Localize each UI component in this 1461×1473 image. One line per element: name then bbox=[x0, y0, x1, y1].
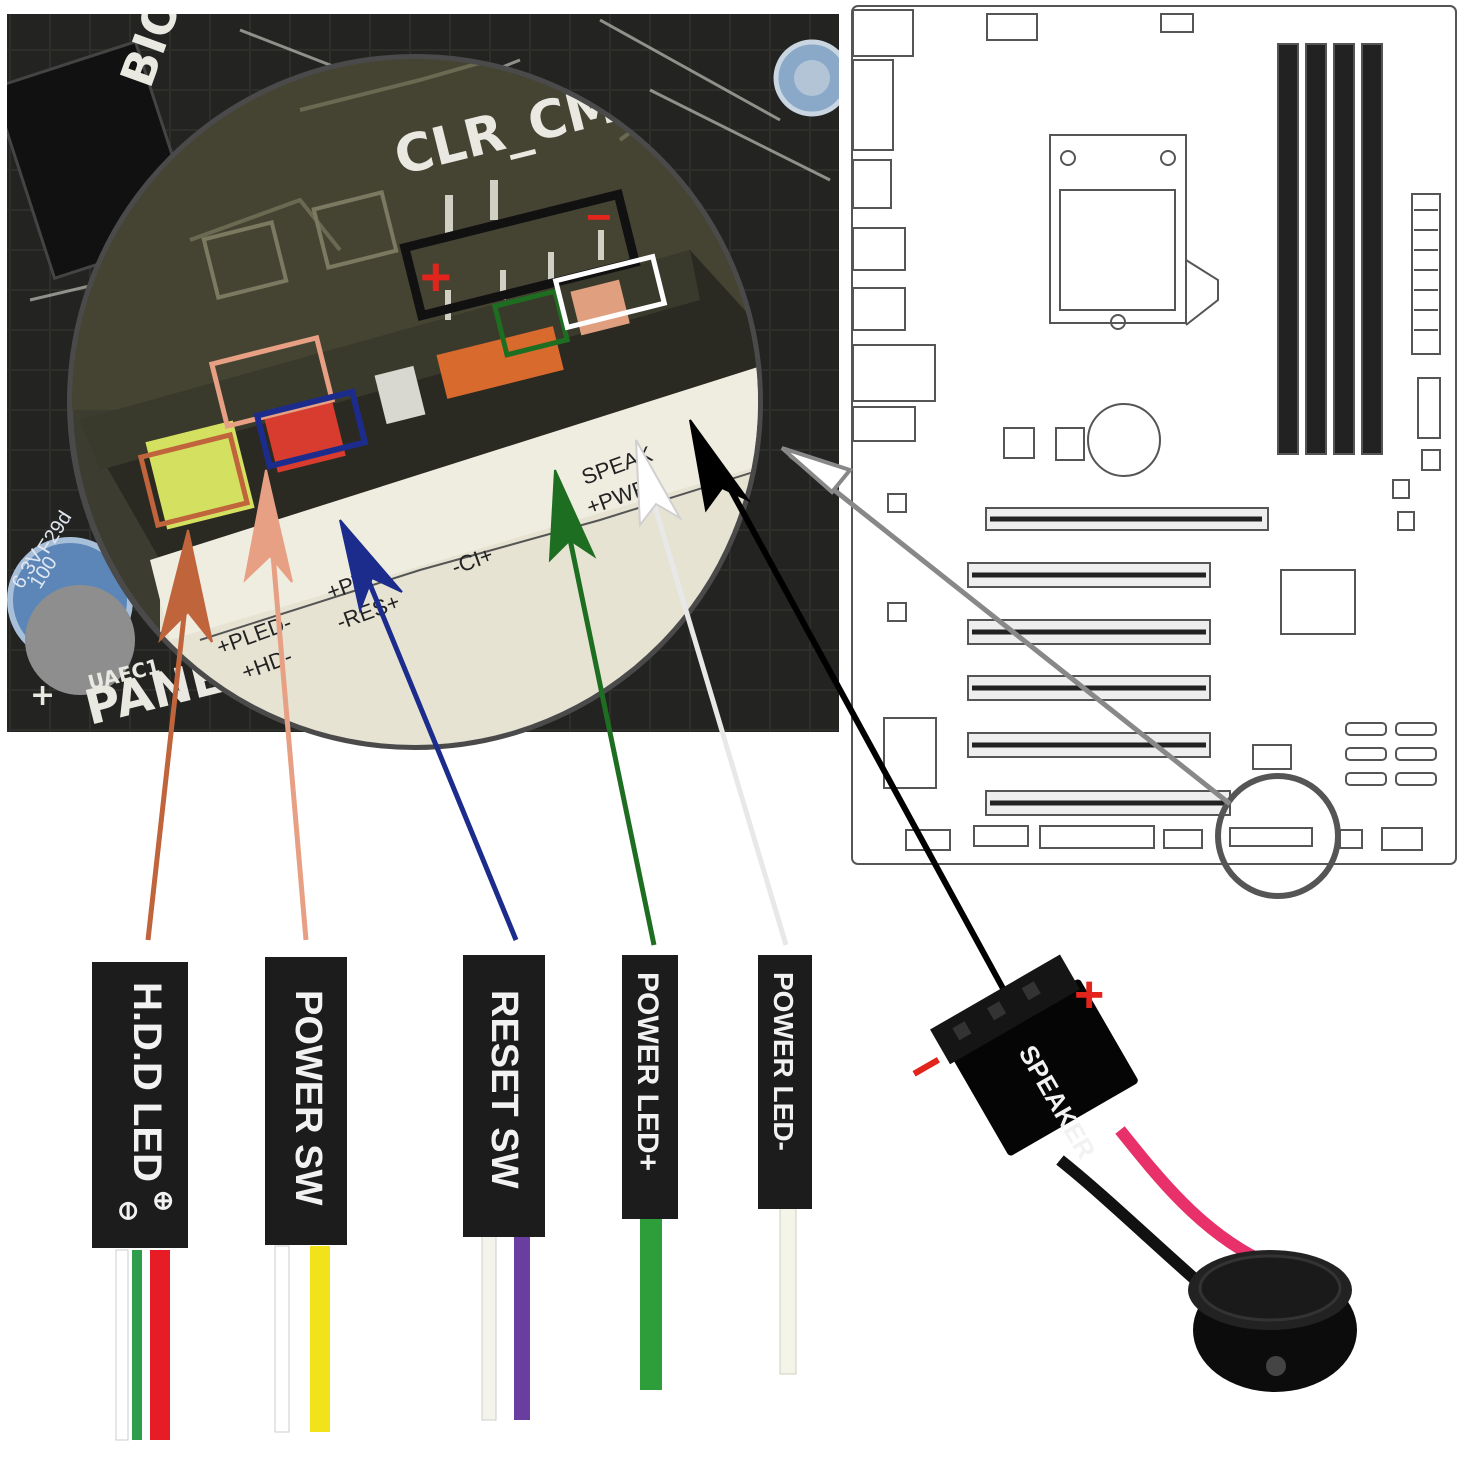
connector-power-sw: POWER SW bbox=[265, 957, 347, 1433]
speaker-plus: + bbox=[1074, 966, 1104, 1024]
power-sw-arrow bbox=[243, 469, 309, 941]
connector-power-led-plus: POWER LED+ bbox=[622, 955, 678, 1390]
power-led-plus-arrow bbox=[548, 469, 657, 946]
hdd-led-arrow bbox=[145, 529, 213, 941]
ci-pins-box bbox=[491, 288, 571, 358]
power-led-plus-label: POWER LED+ bbox=[631, 972, 664, 1171]
hdd-led-box bbox=[137, 431, 251, 529]
speaker-buzzer: SPEAKER + − bbox=[896, 954, 1357, 1392]
reset-pins-box bbox=[253, 388, 369, 470]
header-plus: + bbox=[420, 247, 452, 307]
reset-sw-label: RESET SW bbox=[483, 990, 525, 1189]
reset-sw-arrow bbox=[339, 519, 519, 941]
motherboard-schematic bbox=[851, 5, 1457, 899]
hdd-led-label: H.D.D LED bbox=[125, 982, 169, 1182]
header-minus: − bbox=[586, 193, 612, 242]
speaker-header-box bbox=[399, 188, 641, 322]
power-sw-label: POWER SW bbox=[287, 990, 329, 1205]
connector-reset-sw: RESET SW bbox=[463, 955, 545, 1421]
connector-power-led-minus: POWER LED- bbox=[758, 955, 812, 1375]
speaker-connector bbox=[930, 954, 1138, 1156]
connector-hdd-led: H.D.D LED ⊖ ⊕ bbox=[92, 962, 188, 1441]
pcie-slots bbox=[967, 507, 1269, 816]
hdd-led-minus: ⊖ bbox=[114, 1200, 144, 1222]
power-led-minus-label: POWER LED- bbox=[768, 972, 799, 1151]
connector-arrows bbox=[145, 419, 1015, 1007]
ram-slots bbox=[1277, 43, 1383, 455]
schematic-panel-highlight bbox=[1215, 773, 1341, 899]
plus-sign: + bbox=[30, 678, 55, 713]
zoom-circle: CLR_CMOS +PLED- +HD- +PW- -RES+ -CI+ SPE… bbox=[67, 54, 763, 750]
grey-pointer-arrow bbox=[780, 446, 1232, 806]
speaker-arrow bbox=[689, 419, 1015, 1007]
power-led-minus-arrow bbox=[635, 439, 789, 946]
hdd-led-plus: ⊕ bbox=[149, 1190, 179, 1212]
speaker-minus-box bbox=[552, 253, 668, 331]
